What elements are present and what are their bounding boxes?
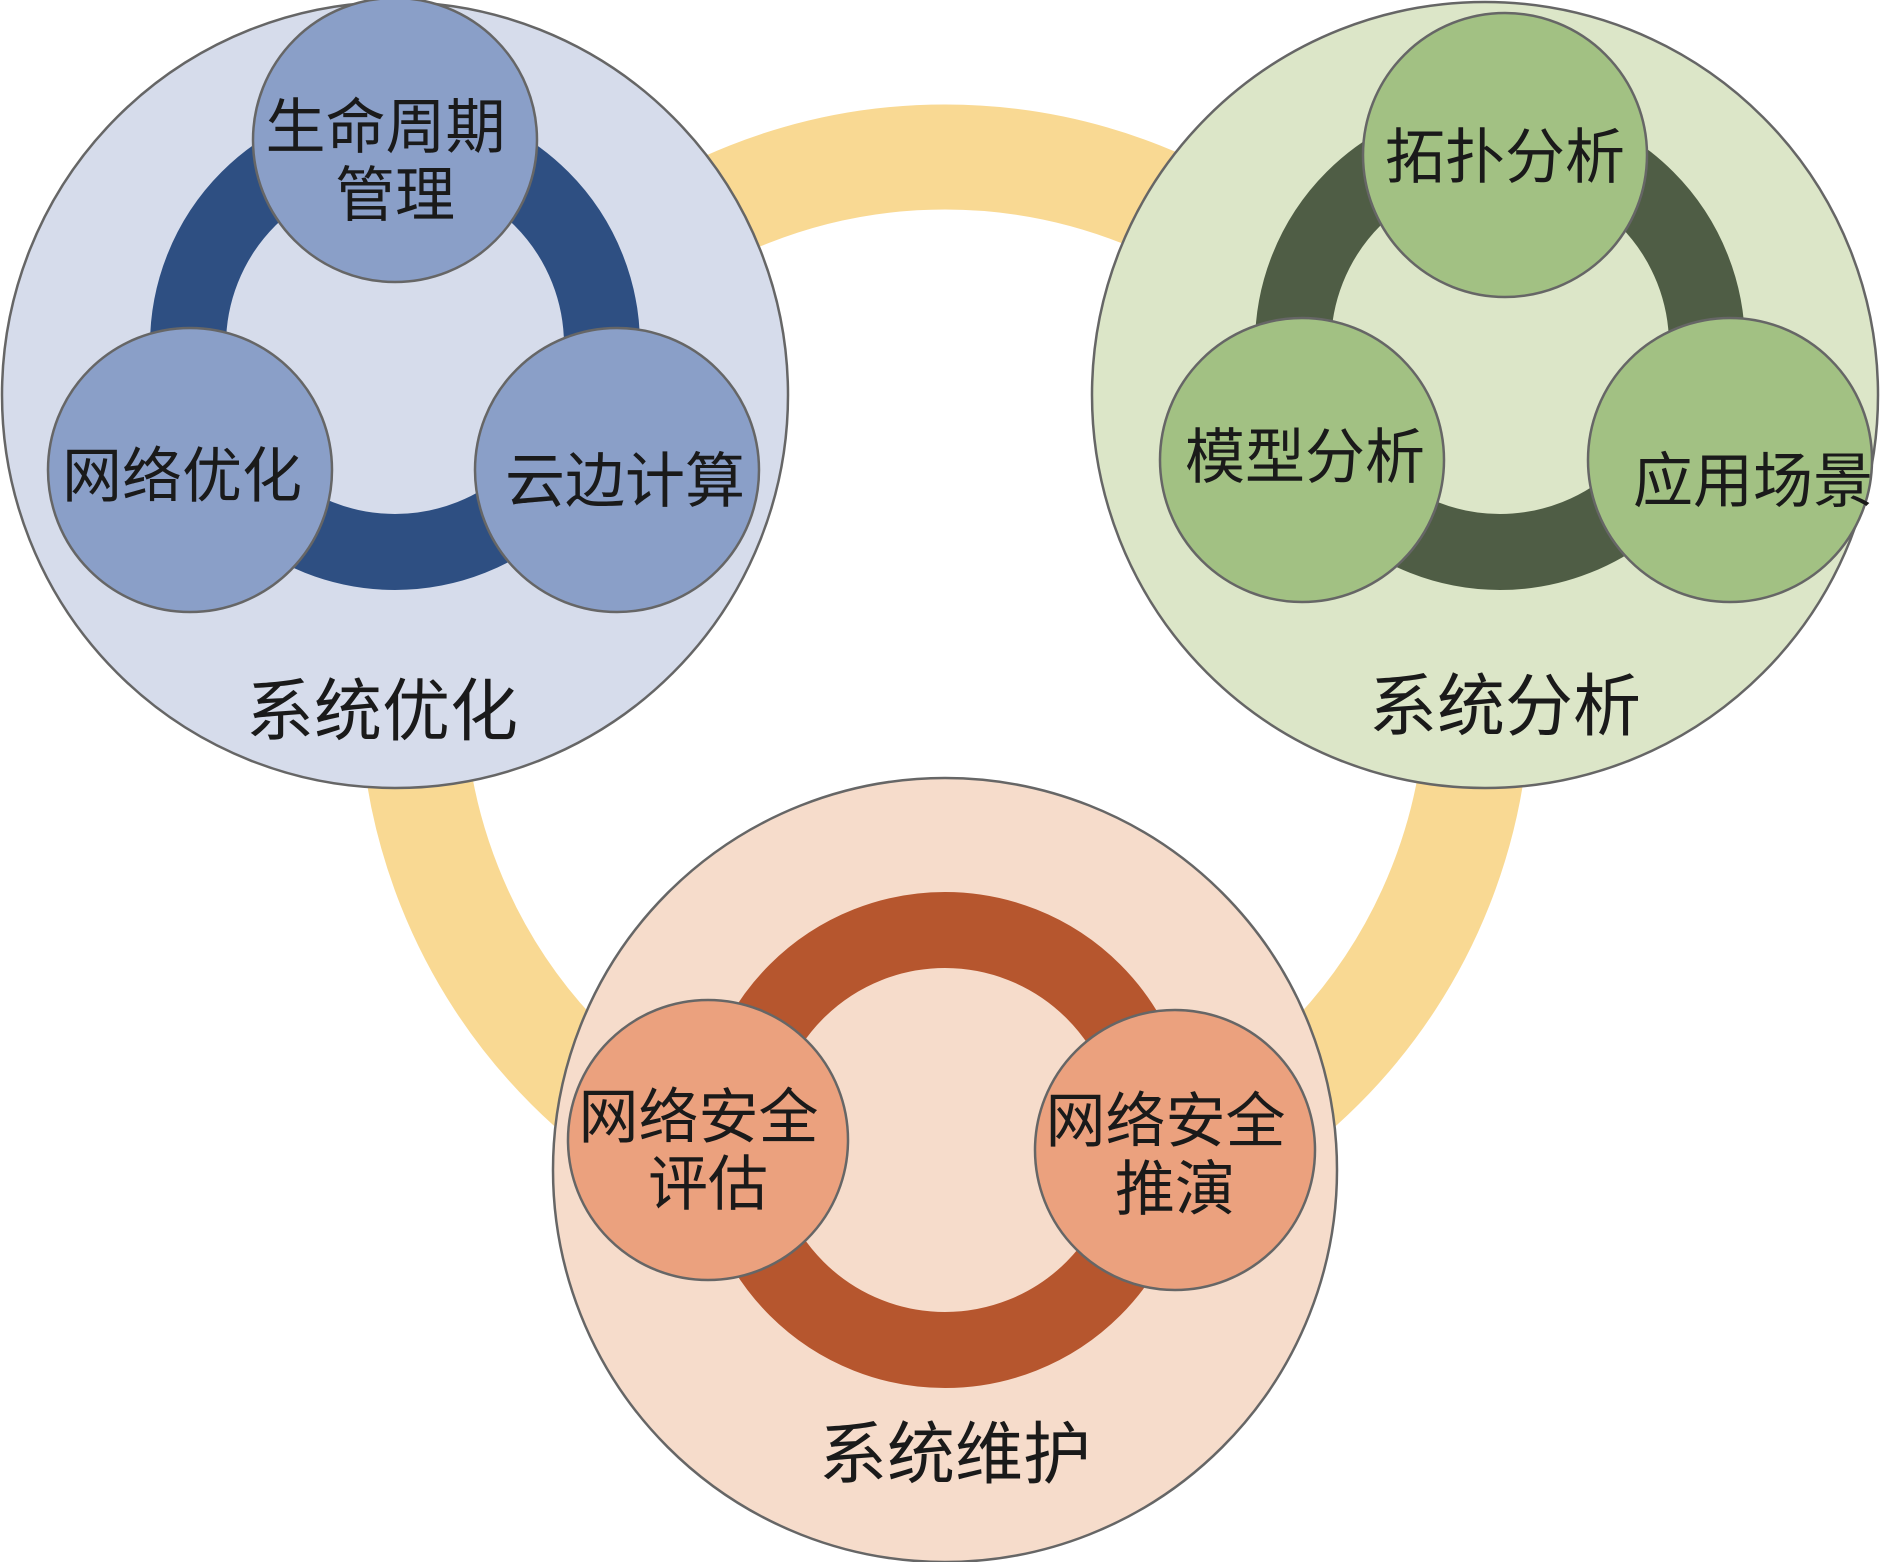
group-label: 系统优化 xyxy=(246,673,518,752)
node-label: 拓扑分析 xyxy=(1385,123,1625,193)
node-circle xyxy=(1158,316,1446,604)
node-label: 网络安全 评估 xyxy=(578,1083,837,1220)
node-circle xyxy=(46,326,334,614)
node-circle xyxy=(1361,11,1649,299)
node-circle xyxy=(251,0,539,284)
node-label: 网络优化 xyxy=(62,442,302,512)
node-circle xyxy=(1586,316,1874,604)
group-system-optimization: 生命周期 管理 网络优化 云边计算 系统优化 xyxy=(0,0,790,790)
node-label: 模型分析 xyxy=(1185,423,1425,493)
group-system-analysis: 拓扑分析 模型分析 应用场景 系统分析 xyxy=(1090,0,1880,790)
node-circle xyxy=(473,326,761,614)
node-label: 应用场景 xyxy=(1633,447,1873,517)
group-background-circle xyxy=(551,776,1339,1562)
group-label: 系统分析 xyxy=(1369,668,1641,747)
group-system-maintenance: 网络安全 评估 网络安全 推演 系统维护 xyxy=(551,776,1339,1562)
node-topology-analysis: 拓扑分析 xyxy=(1361,11,1649,299)
node-label: 生命周期 管理 xyxy=(265,93,524,231)
node-network-security-simulation: 网络安全 推演 xyxy=(1033,1008,1317,1292)
node-cloud-edge-computing: 云边计算 xyxy=(473,326,761,614)
node-circle xyxy=(566,998,850,1282)
node-network-optimization: 网络优化 xyxy=(46,326,334,614)
node-lifecycle-management: 生命周期 管理 xyxy=(251,0,539,284)
group-label: 系统维护 xyxy=(819,1416,1091,1495)
node-application-scenario: 应用场景 xyxy=(1586,316,1874,604)
node-model-analysis: 模型分析 xyxy=(1158,316,1446,604)
node-circle xyxy=(1033,1008,1317,1292)
node-network-security-evaluation: 网络安全 评估 xyxy=(566,998,850,1282)
node-label: 网络安全 推演 xyxy=(1045,1087,1304,1225)
node-label: 云边计算 xyxy=(505,447,745,517)
